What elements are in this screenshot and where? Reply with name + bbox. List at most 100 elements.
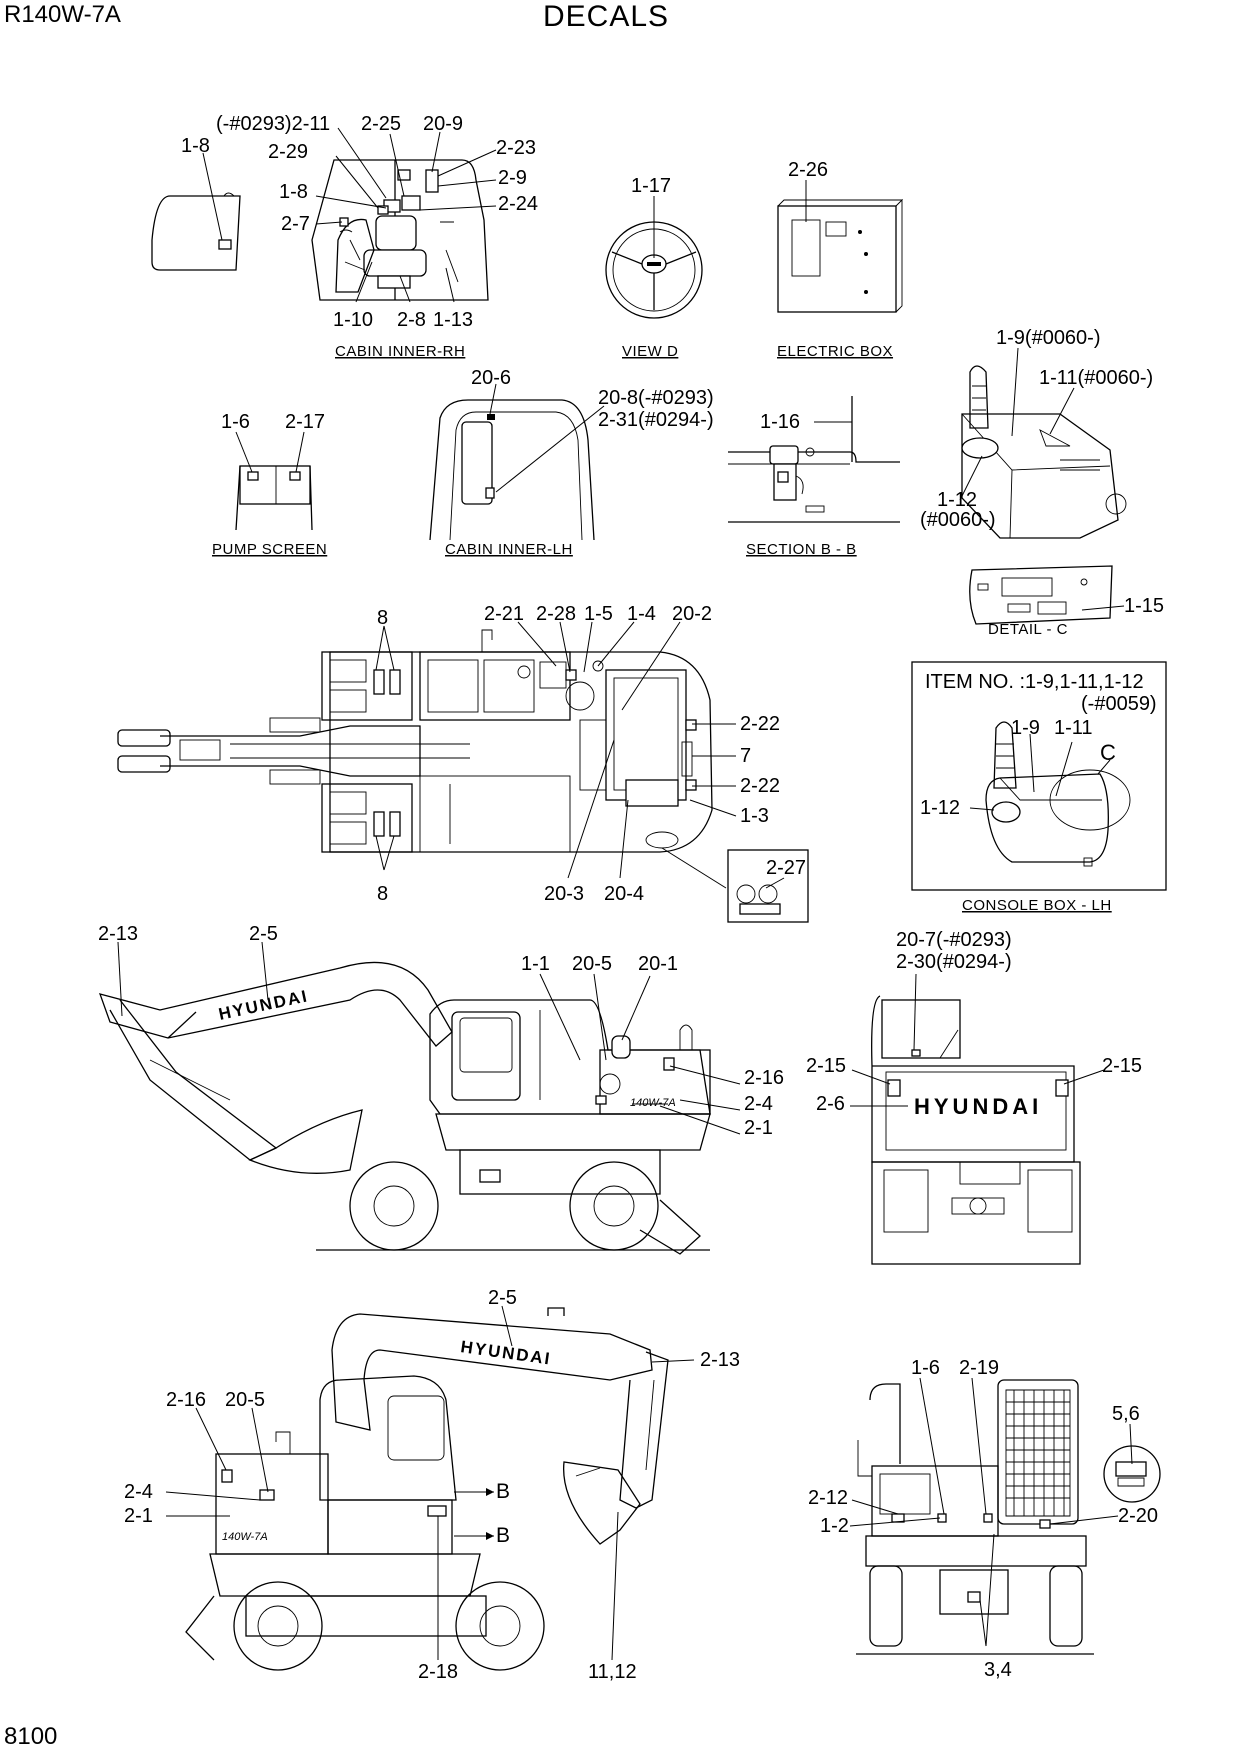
- callout-11-12: 11,12: [588, 1661, 637, 1683]
- callout-2-22-lower: 2-22: [740, 775, 780, 797]
- callout-2-18: 2-18: [418, 1661, 458, 1683]
- callout-1-9-0060: 1-9(#0060-): [996, 327, 1101, 349]
- callout-2-31: 2-31(#0294-): [598, 409, 714, 431]
- callout-20-2: 20-2: [672, 603, 712, 625]
- callout-2-23: 2-23: [496, 137, 536, 159]
- callout-2-15-left: 2-15: [806, 1055, 846, 1077]
- callout-20-5-left: 20-5: [225, 1389, 265, 1411]
- callout-2-15-right: 2-15: [1102, 1055, 1142, 1077]
- section-arrows: [486, 1488, 494, 1540]
- callout-2-12: 2-12: [808, 1487, 848, 1509]
- callout-8-bottom: 8: [377, 883, 388, 905]
- side-view-right-machine: 140W-7A: [98, 961, 711, 1255]
- callout-20-8: 20-8(-#0293): [598, 387, 714, 409]
- callout-5-6: 5,6: [1112, 1403, 1140, 1425]
- callout-1-12-upper: 1-12: [937, 489, 977, 511]
- callout-1-8: 1-8: [181, 135, 210, 157]
- side-view-left-machine: 140W-7A: [185, 1307, 669, 1671]
- callout-1-3: 1-3: [740, 805, 769, 827]
- caption-view-d: VIEW D: [622, 343, 678, 360]
- callout-20-7: 20-7(-#0293): [896, 929, 1012, 951]
- caption-pump-screen: PUMP SCREEN: [212, 541, 327, 558]
- caption-cabin-inner-lh: CABIN INNER-LH: [445, 541, 573, 558]
- callout-1-6-front: 1-6: [911, 1357, 940, 1379]
- caption-section-bb: SECTION B - B: [746, 541, 857, 558]
- console-box-lh-panel: [911, 661, 1167, 891]
- callout-0060-note: (#0060-): [920, 509, 996, 531]
- caption-electric-box: ELECTRIC BOX: [777, 343, 893, 360]
- callout-1-12: 1-12: [920, 797, 960, 819]
- cabin-inner-lh-view: [429, 383, 605, 541]
- page-title: DECALS: [543, 0, 669, 33]
- callout-1-11: 1-11: [1054, 717, 1093, 739]
- callout-7: 7: [740, 745, 751, 767]
- rear-view-machine: [871, 995, 1081, 1265]
- callout-1-4: 1-4: [627, 603, 656, 625]
- callout-20-9: 20-9: [423, 113, 463, 135]
- page-number: 8100: [4, 1723, 57, 1750]
- rear-view-leaders: [850, 973, 1105, 1107]
- callout-20-6: 20-6: [471, 367, 511, 389]
- cabin-inner-rh-leaders: [202, 127, 497, 303]
- detail-2-27-inset: [727, 849, 809, 923]
- callout-8-top: 8: [377, 607, 388, 629]
- callout-1-1: 1-1: [521, 953, 550, 975]
- electric-box-view: [777, 180, 904, 313]
- callout-2-11: (-#0293)2-11: [216, 113, 330, 135]
- front-view-machine: [856, 1379, 1094, 1655]
- callout-2-30: 2-30(#0294-): [896, 951, 1012, 973]
- model-code: R140W-7A: [4, 1, 121, 28]
- callout-1-17: 1-17: [631, 175, 671, 197]
- callout-1-13: 1-13: [433, 309, 473, 331]
- callout-2-17: 2-17: [285, 411, 325, 433]
- section-bb-view: [728, 396, 900, 523]
- callout-2-16-left: 2-16: [166, 1389, 206, 1411]
- callout-1-9: 1-9: [1011, 717, 1040, 739]
- callout-2-28: 2-28: [536, 603, 576, 625]
- callout-1-2: 1-2: [820, 1515, 849, 1537]
- callout-2-6: 2-6: [816, 1093, 845, 1115]
- caption-detail-c: DETAIL - C: [988, 621, 1068, 638]
- section-marker-b-upper: B: [496, 1480, 510, 1503]
- callout-2-24: 2-24: [498, 193, 538, 215]
- caption-console-box-lh: CONSOLE BOX - LH: [962, 897, 1112, 914]
- callout-20-1: 20-1: [638, 953, 678, 975]
- callout-2-5-left: 2-5: [488, 1287, 517, 1309]
- callout-1-15: 1-15: [1124, 595, 1164, 617]
- callout-20-3: 20-3: [544, 883, 584, 905]
- callout-2-25: 2-25: [361, 113, 401, 135]
- callout-1-6-pump: 1-6: [221, 411, 250, 433]
- top-view-leaders: [375, 621, 737, 889]
- callout-2-4-left: 2-4: [124, 1481, 153, 1503]
- front-view-leaders: [849, 1377, 1119, 1647]
- callout-1-11-0060: 1-11(#0060-): [1039, 367, 1153, 389]
- callout-2-5-right: 2-5: [249, 923, 278, 945]
- callout-2-20: 2-20: [1118, 1505, 1158, 1527]
- brand-text-boom-left: HYUNDAI: [459, 1337, 552, 1369]
- callout-3-4: 3,4: [984, 1659, 1012, 1681]
- callout-1-5: 1-5: [584, 603, 613, 625]
- callout-2-16-right: 2-16: [744, 1067, 784, 1089]
- callout-1-10: 1-10: [333, 309, 373, 331]
- detail-5-6-inset: [1103, 1423, 1161, 1503]
- callout-1-8b: 1-8: [279, 181, 308, 203]
- callout-2-9: 2-9: [498, 167, 527, 189]
- caption-cabin-inner-rh: CABIN INNER-RH: [335, 343, 465, 360]
- top-view-machine: [117, 629, 713, 853]
- brand-text-rear: HYUNDAI: [914, 1094, 1042, 1119]
- callout-2-13-right: 2-13: [98, 923, 138, 945]
- callout-20-4: 20-4: [604, 883, 644, 905]
- detail-c-view: [969, 565, 1125, 625]
- callout-2-29: 2-29: [268, 141, 308, 163]
- callout-2-7: 2-7: [281, 213, 310, 235]
- section-marker-b-lower: B: [496, 1524, 510, 1547]
- side-view-right-leaders: [117, 941, 741, 1135]
- console-item-note-2: (-#0059): [1081, 693, 1157, 715]
- console-upper-view: [959, 347, 1127, 539]
- cabin-inner-rh-view: [151, 159, 489, 301]
- model-badge-right: 140W-7A: [630, 1097, 676, 1109]
- callout-2-21: 2-21: [484, 603, 524, 625]
- callout-2-22-upper: 2-22: [740, 713, 780, 735]
- callout-2-19: 2-19: [959, 1357, 999, 1379]
